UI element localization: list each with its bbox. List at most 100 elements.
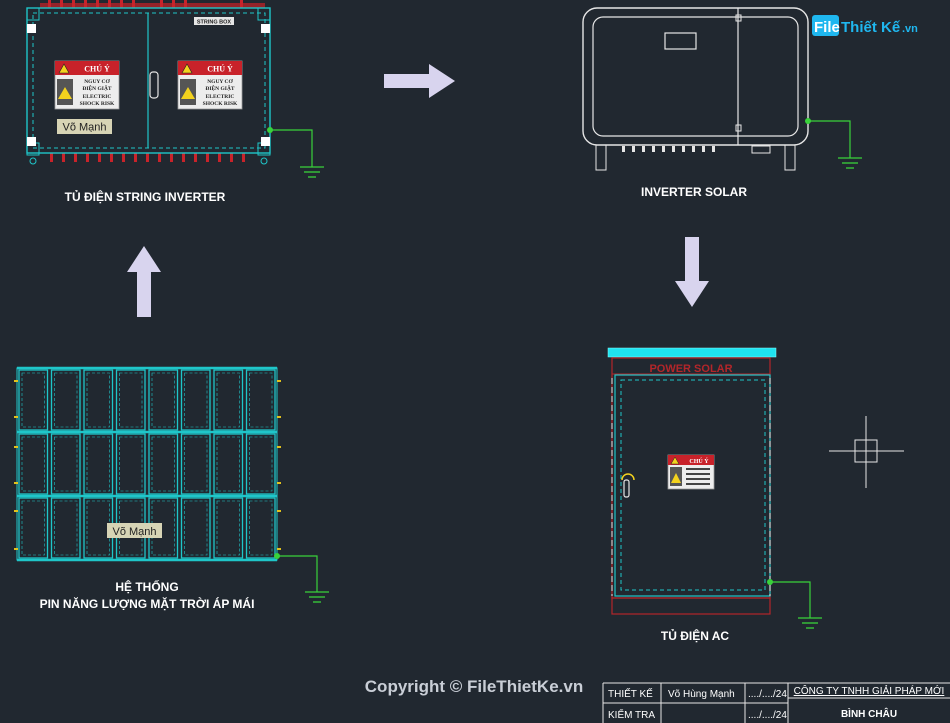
svg-text:Võ Mạnh: Võ Mạnh: [112, 526, 156, 538]
warning-sign-right: CHÚ Ý NGUY CƠ ĐIỆN GIẬT ELECTRIC SHOCK R…: [177, 60, 243, 110]
brand-part2: Thiết Kế: [841, 19, 901, 36]
brand-part3: .vn: [902, 23, 918, 35]
solar-module: [83, 433, 114, 495]
designer-name: Võ Hùng Mạnh: [668, 689, 735, 700]
solar-module: [213, 369, 244, 431]
inverter-display: [664, 32, 697, 50]
company-name: CÔNG TY TNHH GIẢI PHÁP MỚI: [794, 684, 945, 697]
string-box-label: TỦ ĐIỆN STRING INVERTER: [65, 189, 226, 204]
arrow-right-icon: [384, 64, 455, 98]
svg-text:CHÚ Ý: CHÚ Ý: [207, 64, 233, 74]
crosshair-icon: [829, 416, 904, 488]
solar-module: [213, 497, 244, 559]
solar-label-line1: HỆ THỐNG: [115, 579, 178, 594]
inverter-solar: [582, 7, 863, 171]
string-inverter-box: STRING BOX CHÚ Ý NGUY CƠ ĐIỆN GIẬT ELECT…: [26, 0, 325, 178]
svg-text:NGUY CƠ: NGUY CƠ: [207, 78, 233, 85]
panel-clamp: [14, 510, 18, 512]
svg-text:ELECTRIC: ELECTRIC: [206, 94, 235, 100]
solar-module: [115, 433, 146, 495]
solar-module-inner: [249, 436, 273, 492]
panel-clamp: [14, 416, 18, 418]
solar-module: [245, 497, 276, 559]
top-connectors: [40, 0, 265, 8]
solar-module-inner: [54, 372, 78, 428]
designer-role: THIẾT KẾ: [608, 687, 653, 700]
title-block: [602, 682, 950, 723]
solar-module: [18, 433, 49, 495]
bottom-connectors: [50, 153, 245, 162]
solar-module: [50, 497, 81, 559]
solar-module: [148, 433, 179, 495]
panel-clamp: [14, 482, 18, 484]
panel-clamp: [277, 446, 281, 448]
warning-triangle-icon: [181, 63, 193, 74]
cabinet-base: [611, 597, 771, 615]
author-tag-box: [57, 119, 112, 134]
solar-module: [245, 369, 276, 431]
svg-text:CHÚ Ý: CHÚ Ý: [689, 457, 709, 465]
door-handle-icon: [621, 473, 635, 498]
solar-module-inner: [216, 436, 240, 492]
warning-sign-left: CHÚ Ý NGUY CƠ ĐIỆN GIẬT ELECTRIC SHOCK R…: [54, 60, 120, 110]
solar-module-inner: [216, 500, 240, 556]
panel-clamp: [277, 380, 281, 382]
solar-module-inner: [249, 372, 273, 428]
warning-triangle-icon: [58, 87, 72, 99]
panel-clamp: [14, 446, 18, 448]
author-tag: Võ Mạnh: [62, 122, 106, 134]
solar-module: [148, 369, 179, 431]
solar-module-inner: [86, 500, 110, 556]
arrow-down-icon: [675, 237, 709, 307]
solar-module: [180, 433, 211, 495]
solar-label-line2: PIN NĂNG LƯỢNG MẶT TRỜI ÁP MÁI: [40, 596, 255, 611]
ac-warning-sign: CHÚ Ý: [667, 454, 715, 490]
solar-module-inner: [86, 436, 110, 492]
ac-cabinet-label: TỦ ĐIỆN AC: [661, 628, 730, 643]
warning-title: CHÚ Ý: [84, 64, 110, 74]
solar-module-inner: [151, 372, 175, 428]
svg-text:ĐIỆN GIẬT: ĐIỆN GIẬT: [82, 84, 112, 92]
panel-clamp: [14, 548, 18, 550]
solar-module-inner: [184, 372, 208, 428]
warning-triangle-icon: [670, 456, 680, 465]
panel-clamp: [277, 482, 281, 484]
panel-clamp: [277, 510, 281, 512]
plate-text: STRING BOX: [197, 20, 232, 26]
ground-symbol-icon: [304, 591, 330, 603]
arrow-up-icon: [127, 246, 161, 317]
solar-module: [180, 497, 211, 559]
solar-module-inner: [86, 372, 110, 428]
solar-module: [50, 369, 81, 431]
solar-module: [50, 433, 81, 495]
copyright-watermark: Copyright © FileThietKe.vn: [365, 677, 583, 696]
svg-text:SHOCK RISK: SHOCK RISK: [203, 101, 238, 107]
solar-module: [245, 433, 276, 495]
solar-module-inner: [119, 436, 143, 492]
svg-text:NGUY CƠ: NGUY CƠ: [84, 78, 110, 85]
solar-module-inner: [21, 372, 45, 428]
solar-module: [18, 369, 49, 431]
warning-triangle-icon: [58, 63, 70, 74]
svg-text:ELECTRIC: ELECTRIC: [83, 94, 112, 100]
location-name: BÌNH CHÂU: [841, 707, 897, 720]
solar-array: [14, 366, 281, 562]
solar-module: [180, 369, 211, 431]
solar-module-inner: [54, 500, 78, 556]
solar-module: [115, 369, 146, 431]
solar-module-inner: [54, 436, 78, 492]
solar-module-inner: [216, 372, 240, 428]
panel-clamp: [14, 380, 18, 382]
design-date: ..../..../24: [748, 689, 787, 700]
solar-module-inner: [21, 500, 45, 556]
warning-triangle-icon: [181, 87, 195, 99]
string-box-plate: [194, 17, 234, 25]
cabinet-roof: [607, 347, 777, 358]
brand-part1: File: [814, 19, 840, 36]
solar-module-inner: [184, 500, 208, 556]
brand-logo: File Thiết Kế .vn: [812, 15, 918, 36]
svg-text:SHOCK RISK: SHOCK RISK: [80, 101, 115, 107]
solar-module-inner: [119, 372, 143, 428]
ground-symbol-icon: [299, 166, 325, 178]
